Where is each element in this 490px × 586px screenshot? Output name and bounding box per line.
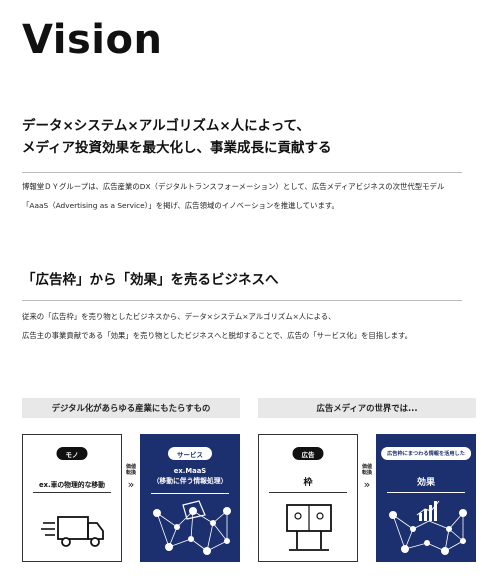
section1-divider: [22, 172, 462, 173]
card-effect-caption: 効果: [416, 478, 435, 488]
card-ad-caption: 枠: [303, 478, 313, 488]
right-conversion-label: 価値 転換: [357, 464, 377, 477]
card-mono-caption: ex.車の物理的な移動: [39, 481, 105, 489]
card-effect-underline: [387, 492, 465, 493]
double-chevron-right-icon: »: [363, 477, 371, 491]
billboard-icon: [286, 504, 332, 551]
left-conversion-line2: 転換: [125, 470, 136, 477]
card-effect-pill: 広告枠にまつわる情報を活用した: [381, 447, 471, 460]
section2-body-line2: 広告主の事業貢献である「効果」を売り物としたビジネスへと脱却することで、広告の「…: [22, 331, 413, 341]
section2-divider: [22, 300, 462, 301]
section1-body-line1: 博報堂ＤＹグループは、広告産業のDX（デジタルトランスフォーメーション）として、…: [22, 182, 445, 191]
network-icon: [153, 500, 231, 555]
card-service: サービス ex.MaaS （移動に伴う情報処理）: [140, 434, 240, 562]
section1-body-line2: 「AaaS（Advertising as a Service）」を掲げ、広告領域…: [22, 201, 339, 211]
card-service-underline: [151, 493, 229, 494]
double-chevron-right-icon: »: [127, 477, 135, 491]
card-mono-pill: モノ: [56, 447, 88, 460]
card-service-caption: ex.MaaS （移動に伴う情報処理）: [149, 466, 231, 486]
right-conversion: 価値 転換 »: [357, 464, 377, 490]
card-service-pill: サービス: [168, 447, 212, 460]
page-title: Vision: [22, 17, 163, 63]
card-mono: モノ ex.車の物理的な移動: [22, 434, 122, 562]
card-service-caption-line1: ex.MaaS: [173, 467, 207, 475]
section2-body: 従来の「広告枠」を売り物としたビジネスから、データ×システム×アルゴリズム×人に…: [22, 307, 472, 346]
truck-icon: [41, 516, 104, 547]
card-service-caption-line2: （移動に伴う情報処理）: [152, 477, 228, 486]
section1-heading-line1: データ×システム×アルゴリズム×人によって、: [22, 118, 310, 134]
left-group-label: デジタル化があらゆる産業にもたらすもの: [22, 398, 240, 418]
section1-body: 博報堂ＤＹグループは、広告産業のDX（デジタルトランスフォーメーション）として、…: [22, 177, 472, 216]
right-conversion-line2: 転換: [361, 470, 372, 477]
left-conversion-line1: 価値: [125, 464, 136, 470]
left-conversion: 価値 転換 »: [121, 464, 141, 490]
section2-body-line1: 従来の「広告枠」を売り物としたビジネスから、データ×システム×アルゴリズム×人に…: [22, 312, 336, 321]
section1-heading: データ×システム×アルゴリズム×人によって、 メディア投資効果を最大化し、事業成…: [22, 116, 332, 159]
card-ad-underline: [269, 492, 347, 493]
card-ad: 広告 枠: [258, 434, 358, 562]
chart-network-icon: [389, 500, 467, 555]
card-mono-underline: [33, 492, 111, 493]
right-conversion-line1: 価値: [361, 464, 372, 470]
section2-heading: 「広告枠」から「効果」を売るビジネスへ: [22, 272, 279, 288]
card-ad-pill: 広告: [292, 447, 324, 460]
left-conversion-label: 価値 転換: [121, 464, 141, 477]
card-effect: 広告枠にまつわる情報を活用した 効果: [376, 434, 476, 562]
section1-heading-line2: メディア投資効果を最大化し、事業成長に貢献する: [22, 139, 332, 156]
right-group-label: 広告メディアの世界では...: [258, 398, 476, 418]
